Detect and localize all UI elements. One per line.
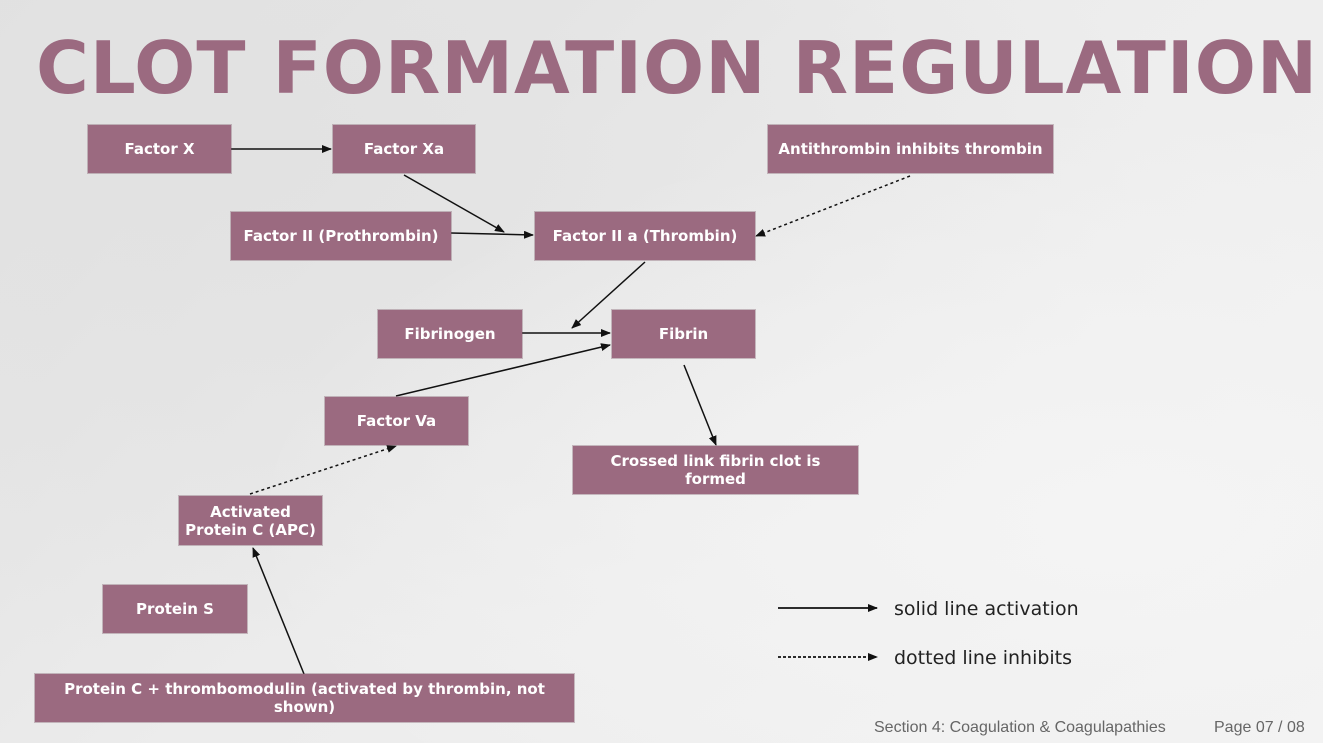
arrow-antithrombin-inhibits-thrombin xyxy=(755,175,911,237)
node-label: Fibrin xyxy=(658,325,709,343)
node-label: Factor X xyxy=(124,140,195,158)
node-antithrombin: Antithrombin inhibits thrombin xyxy=(768,125,1053,173)
node-label: Factor Xa xyxy=(363,140,445,158)
node-factor-xa: Factor Xa xyxy=(333,125,475,173)
node-label-line1: Activated xyxy=(210,502,291,521)
footer-section: Section 4: Coagulation & Coagulapathies xyxy=(874,719,1166,736)
node-label: Factor II a (Thrombin) xyxy=(552,227,738,245)
arrow-factor-va-to-fibrin xyxy=(395,343,611,397)
node-factor-x: Factor X xyxy=(88,125,231,173)
node-protein-c-thrombomodulin: Protein C + thrombomodulin (activated by… xyxy=(35,674,574,722)
node-label: Antithrombin inhibits thrombin xyxy=(778,140,1043,158)
page-title: CLOT FORMATION REGULATION xyxy=(36,26,1319,110)
legend-dotted-label: dotted line inhibits xyxy=(894,647,1073,669)
node-protein-s: Protein S xyxy=(103,585,247,633)
node-label: Protein S xyxy=(136,600,214,618)
arrow-apc-inhibits-factor-va xyxy=(249,445,397,495)
arrow-factor-xa-to-thrombin xyxy=(403,174,505,233)
node-factor-ii-prothrombin: Factor II (Prothrombin) xyxy=(231,212,451,260)
node-label: Crossed link fibrin clot is formed xyxy=(610,452,821,488)
node-factor-va: Factor Va xyxy=(325,397,468,445)
node-fibrin: Fibrin xyxy=(612,310,755,358)
node-crosslinked-fibrin-clot: Crossed link fibrin clot is formed xyxy=(573,446,858,494)
legend-solid-label: solid line activation xyxy=(894,598,1079,620)
node-fibrinogen: Fibrinogen xyxy=(378,310,522,358)
node-label-line2: Protein C (APC) xyxy=(185,520,316,539)
node-factor-iia-thrombin: Factor II a (Thrombin) xyxy=(535,212,755,260)
node-activated-protein-c: Activated Protein C (APC) xyxy=(179,496,322,545)
arrow-prothrombin-to-thrombin xyxy=(450,230,534,239)
arrow-protein-c-to-apc xyxy=(252,547,305,675)
node-label: Factor II (Prothrombin) xyxy=(243,227,439,245)
footer-page-number: Page 07 / 08 xyxy=(1214,719,1305,736)
arrow-thrombin-to-fibrin xyxy=(571,261,646,329)
arrow-fibrin-to-crosslink xyxy=(683,364,717,446)
node-label: Protein C + thrombomodulin (activated by… xyxy=(64,680,545,716)
node-label: Factor Va xyxy=(356,412,437,430)
node-label: Fibrinogen xyxy=(404,325,496,343)
